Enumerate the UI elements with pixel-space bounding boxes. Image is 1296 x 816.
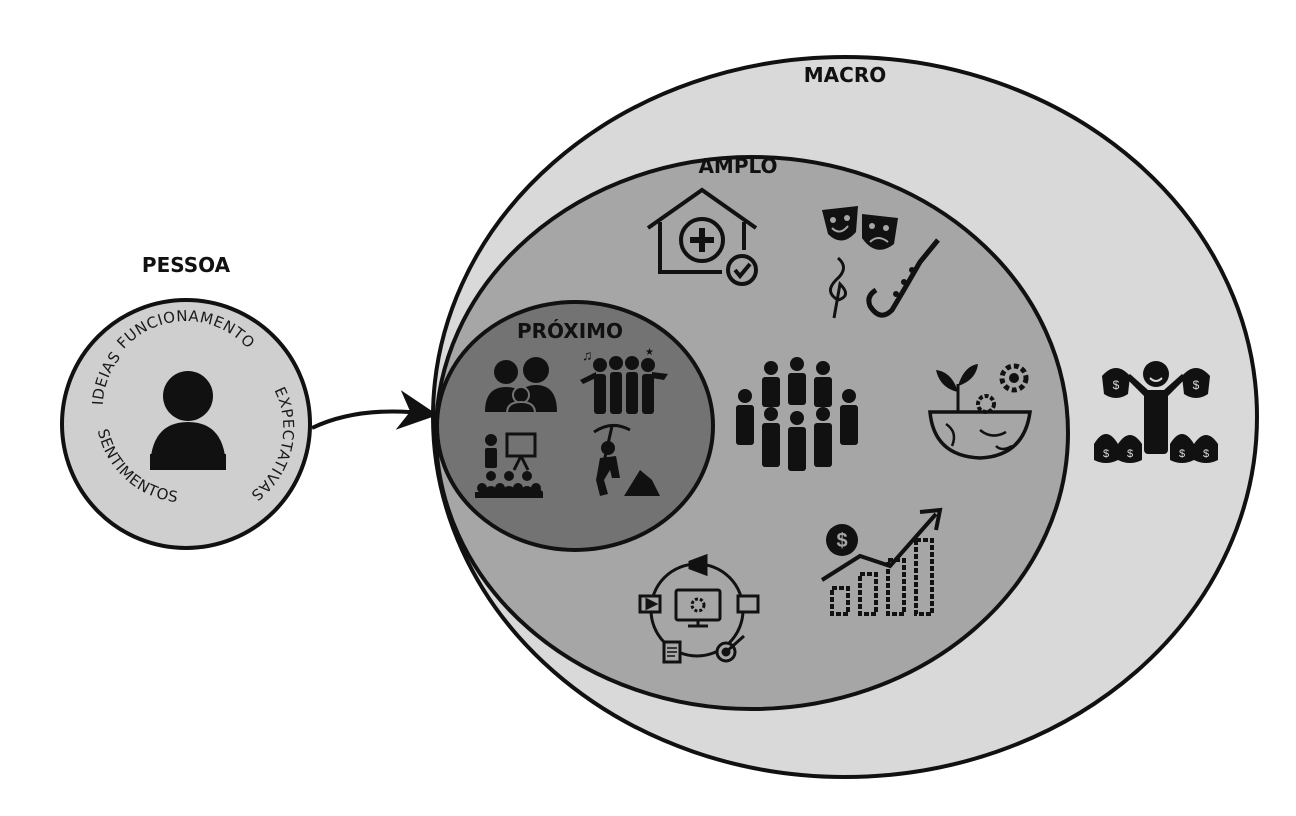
community-crowd-icon: [736, 357, 858, 471]
wealth-money-bags-icon: $ $ $ $ $ $: [1094, 361, 1218, 463]
family-icon: [485, 357, 557, 414]
svg-text:$: $: [1103, 448, 1109, 460]
person-icon: [150, 371, 226, 470]
svg-text:$: $: [1193, 378, 1200, 392]
pessoa-label: PESSOA: [142, 253, 231, 277]
svg-text:$: $: [1203, 448, 1209, 460]
economic-growth-chart-icon: $: [820, 507, 943, 616]
svg-text:♫: ♫: [582, 347, 593, 363]
svg-text:$: $: [836, 530, 847, 552]
svg-text:$: $: [1179, 448, 1185, 460]
friends-group-icon: ♫ ★: [580, 347, 668, 414]
macro-label: MACRO: [804, 63, 886, 87]
svg-text:$: $: [1113, 378, 1120, 392]
amplo-label: AMPLO: [698, 154, 777, 178]
theater-music-icon: [822, 206, 940, 319]
proximo-label: PRÓXIMO: [517, 319, 623, 343]
classroom-presentation-icon: [475, 432, 543, 498]
svg-text:$: $: [1127, 448, 1133, 460]
connection-arrow: [311, 390, 438, 430]
digital-marketing-icon: [638, 553, 760, 664]
health-house-icon: [646, 187, 758, 286]
svg-text:★: ★: [645, 347, 654, 358]
global-sustainability-icon: [928, 363, 1033, 460]
worker-pickaxe-icon: [593, 424, 660, 496]
